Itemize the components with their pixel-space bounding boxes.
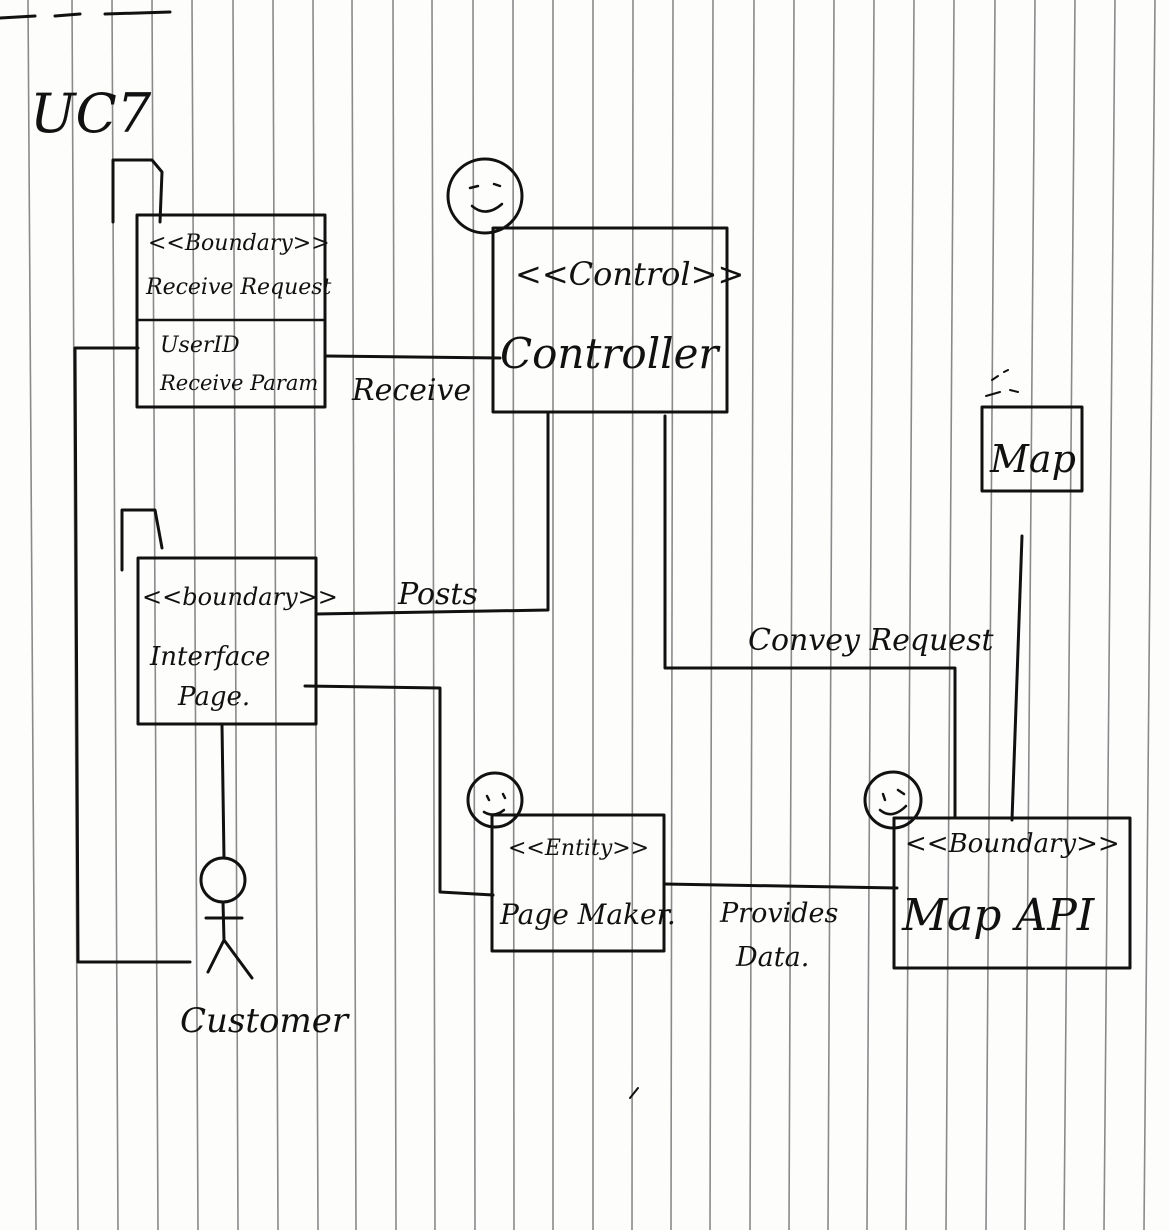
connector-customer-to-interface [220,723,226,860]
diagram-heading: UC7 [30,82,152,145]
label-receive: Receive [351,373,471,408]
label-provides: Provides [719,898,838,929]
map-name: Map [989,437,1076,481]
label-convey-request: Convey Request [748,623,995,658]
customer-actor: Customer [180,856,350,1041]
customer-name: Customer [180,1001,350,1041]
page-maker-stereotype: <<Entity>> [508,836,649,861]
map-node: Map [980,369,1084,493]
map-api-box [892,816,1132,970]
receive-request-attribute-2: Receive Param [159,371,318,395]
smiley-face-icon [466,771,524,829]
page-maker-node: <<Entity>> Page Maker. [466,771,676,953]
connectors [73,346,1024,964]
controller-name: Controller [500,329,721,378]
smiley-face-icon [446,157,524,235]
page-maker-box [490,813,666,953]
receive-request-attribute-1: UserID [160,333,240,358]
cropped-scribble [0,10,172,20]
controller-box [491,226,729,414]
connector-posts [314,410,550,616]
connector-convey-request [663,414,957,820]
interface-page-name-line2: Page. [177,682,250,712]
ruled-lines [27,0,1156,1230]
interface-page-name-line1: Interface [149,642,270,672]
controller-node: <<Control>> Controller [446,157,744,414]
map-box [980,405,1084,493]
stick-figure-icon [199,856,254,980]
page-maker-name: Page Maker. [499,898,676,931]
label-posts: Posts [397,577,478,612]
receive-request-name: Receive Request [145,275,332,300]
faint-marks [985,369,1019,397]
interface-page-node: <<boundary>> Interface Page. [120,508,338,726]
interface-page-stereotype: <<boundary>> [142,583,338,611]
connector-receive [323,354,502,360]
stray-mark [629,1087,639,1099]
map-api-stereotype: <<Boundary>> [905,829,1120,859]
boundary-symbol-icon [120,508,164,572]
map-api-name: Map API [901,890,1096,941]
connector-map-to-map-api [1010,534,1024,822]
receive-request-box [135,213,327,409]
controller-stereotype: <<Control>> [515,255,744,293]
label-data: Data. [735,942,809,973]
receive-request-node: <<Boundary>> Receive Request UserID Rece… [111,158,332,409]
receive-request-stereotype: <<Boundary>> [148,231,330,256]
boundary-symbol-icon [111,158,164,224]
connector-provides-data [662,882,899,890]
map-api-node: <<Boundary>> Map API [863,770,1132,970]
connector-customer-to-receive-request [73,346,192,964]
connector-interface-to-page-maker [303,684,495,897]
interface-page-box [136,556,318,726]
